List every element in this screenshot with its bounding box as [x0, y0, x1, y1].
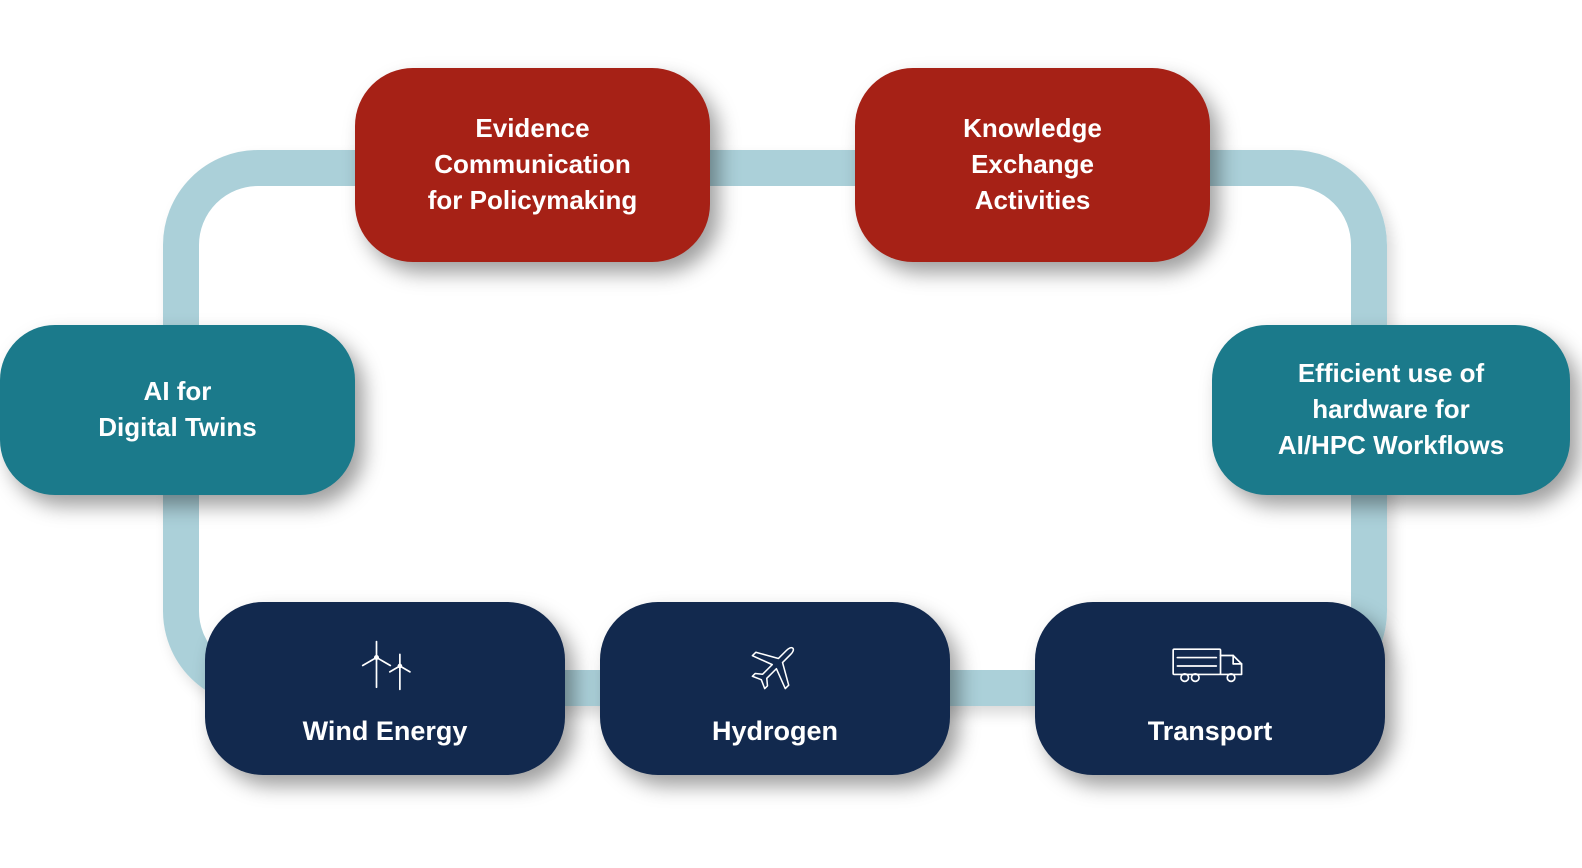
node-label: Transport: [1147, 715, 1273, 746]
node-label: Efficient use of hardware for AI/HPC Wor…: [1277, 358, 1505, 460]
node-knowledge-exchange: Knowledge Exchange Activities: [855, 68, 1210, 262]
airplane-icon: [744, 627, 806, 705]
node-label: Hydrogen: [711, 715, 838, 746]
node-hydrogen: Hydrogen: [600, 602, 950, 775]
node-evidence-communication: Evidence Communication for Policymaking: [355, 68, 710, 262]
node-ai-digital-twins: AI for Digital Twins: [0, 325, 355, 495]
wind-turbine-icon: [351, 627, 419, 705]
node-efficient-hardware: Efficient use of hardware for AI/HPC Wor…: [1212, 325, 1570, 495]
node-wind-energy: Wind Energy: [205, 602, 565, 775]
node-label: Knowledge Exchange Activities: [963, 113, 1102, 215]
node-label: AI for Digital Twins: [98, 376, 257, 442]
node-transport: Transport: [1035, 602, 1385, 775]
node-label: Evidence Communication for Policymaking: [427, 113, 638, 215]
truck-icon: [1170, 627, 1250, 705]
node-label: Wind Energy: [302, 715, 468, 746]
